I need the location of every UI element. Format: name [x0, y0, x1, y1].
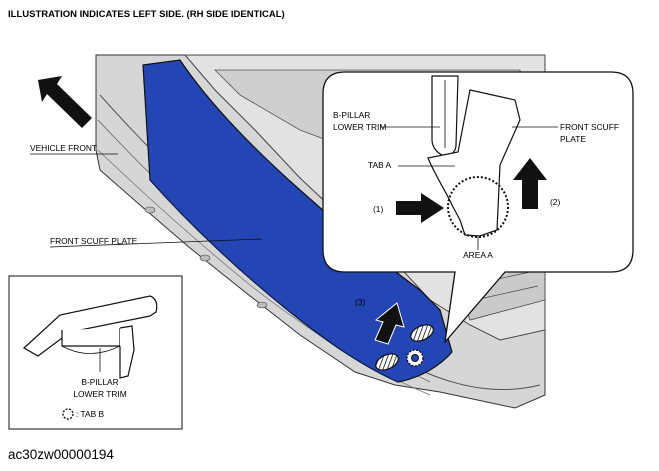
callout-detail-view	[322, 71, 634, 345]
callout-front-scuff-label-1: FRONT SCUFF	[560, 122, 619, 132]
arrow-step-3-icon	[374, 302, 405, 345]
area-a-circle-icon	[447, 176, 509, 238]
header-title: ILLUSTRATION INDICATES LEFT SIDE. (RH SI…	[8, 9, 285, 20]
tab-a-label: TAB A	[368, 160, 392, 170]
inset-b-pillar-label-2: LOWER TRIM	[73, 389, 126, 399]
step-1-label: (1)	[373, 204, 383, 214]
inset-section-view	[8, 275, 183, 430]
step-2-label: (2)	[550, 197, 560, 207]
inset-b-pillar-label-1: B-PILLAR	[81, 377, 118, 387]
front-scuff-plate-leader	[49, 238, 263, 248]
inset-tab-b-icon	[62, 408, 74, 420]
arrow-step-2-icon	[513, 158, 547, 209]
area-a-label: AREA A	[463, 250, 493, 260]
callout-front-scuff-label-2: PLATE	[560, 134, 586, 144]
arrow-step-1-icon	[396, 193, 444, 223]
front-scuff-plate-label: FRONT SCUFF PLATE	[50, 236, 138, 246]
figure-code: ac30zw00000194	[8, 447, 114, 462]
callout-b-pillar-label-1: B-PILLAR	[333, 110, 370, 120]
clip-upper	[410, 324, 434, 342]
step-3-label: (3)	[355, 297, 365, 307]
inset-tab-b-label: : TAB B	[76, 409, 104, 419]
clip-lower	[375, 353, 399, 371]
tab-b-marker	[406, 349, 424, 367]
vehicle-front-arrow-icon	[38, 76, 92, 128]
vehicle-front-label: VEHICLE FRONT	[30, 143, 97, 153]
callout-b-pillar-label-2: LOWER TRIM	[333, 122, 386, 132]
